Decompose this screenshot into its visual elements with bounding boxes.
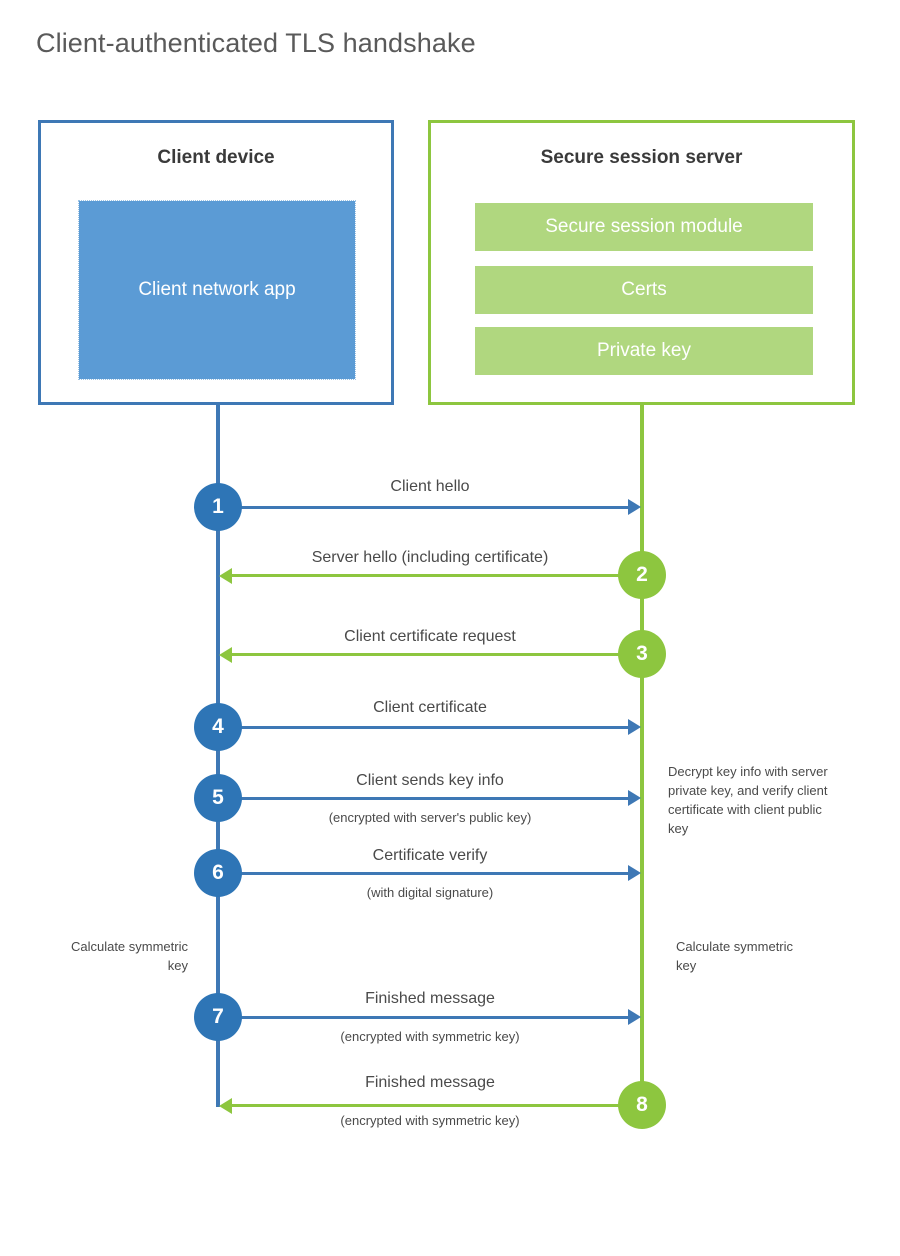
step-7-arrow-line — [218, 1016, 628, 1019]
step-4-circle[interactable]: 4 — [194, 703, 242, 751]
step-5-arrow-line — [218, 797, 628, 800]
server-lifeline — [640, 405, 644, 1107]
client-network-app-block: Client network app — [78, 200, 356, 380]
page-title: Client-authenticated TLS handshake — [36, 28, 476, 58]
step-2-arrow-head — [219, 568, 232, 584]
client-lifeline — [216, 405, 220, 1107]
step-8-arrow-line — [232, 1104, 642, 1107]
step-8-label: Finished message — [365, 1074, 495, 1091]
server-item-private-key: Private key — [475, 327, 813, 375]
step-1-arrow-head — [628, 499, 641, 515]
step-2-arrow-line — [232, 574, 642, 577]
step-8-circle[interactable]: 8 — [618, 1081, 666, 1129]
step-7-sublabel: (encrypted with symmetric key) — [340, 1029, 520, 1044]
step-7-arrow-head — [628, 1009, 641, 1025]
step-6-circle[interactable]: 6 — [194, 849, 242, 897]
step-1-circle[interactable]: 1 — [194, 483, 242, 531]
note-server-calculate-symmetric-key: Calculate symmetric key — [676, 939, 794, 973]
step-7-circle[interactable]: 7 — [194, 993, 242, 1041]
step-5-arrow-head — [628, 790, 641, 806]
step-5-label: Client sends key info — [356, 772, 504, 789]
server-item-secure-session-module: Secure session module — [475, 203, 813, 251]
step-2-circle[interactable]: 2 — [618, 551, 666, 599]
step-6-arrow-line — [218, 872, 628, 875]
step-8-arrow-head — [219, 1098, 232, 1114]
note-client-calculate-symmetric-key: Calculate symmetric key — [70, 939, 188, 973]
step-6-label: Certificate verify — [372, 847, 488, 864]
step-1-arrow-line — [218, 506, 628, 509]
step-1-label: Client hello — [390, 478, 470, 495]
step-3-label: Client certificate request — [344, 628, 516, 645]
step-5-circle[interactable]: 5 — [194, 774, 242, 822]
secure-session-server-box: Secure session server Secure session mod… — [428, 120, 855, 405]
step-3-arrow-line — [232, 653, 642, 656]
client-device-title: Client device — [157, 147, 275, 168]
step-6-sublabel: (with digital signature) — [366, 885, 494, 900]
note-server-decrypt: Decrypt key info with server private key… — [668, 764, 828, 836]
step-3-arrow-head — [219, 647, 232, 663]
server-item-certs: Certs — [475, 266, 813, 314]
step-2-label: Server hello (including certificate) — [311, 549, 549, 566]
step-4-arrow-line — [218, 726, 628, 729]
secure-session-server-title: Secure session server — [540, 147, 743, 168]
step-4-label: Client certificate — [373, 699, 487, 716]
step-7-label: Finished message — [365, 990, 495, 1007]
step-3-circle[interactable]: 3 — [618, 630, 666, 678]
client-device-box: Client device Client network app — [38, 120, 394, 405]
step-6-arrow-head — [628, 865, 641, 881]
step-5-sublabel: (encrypted with server's public key) — [328, 810, 532, 825]
step-8-sublabel: (encrypted with symmetric key) — [340, 1113, 520, 1128]
step-4-arrow-head — [628, 719, 641, 735]
